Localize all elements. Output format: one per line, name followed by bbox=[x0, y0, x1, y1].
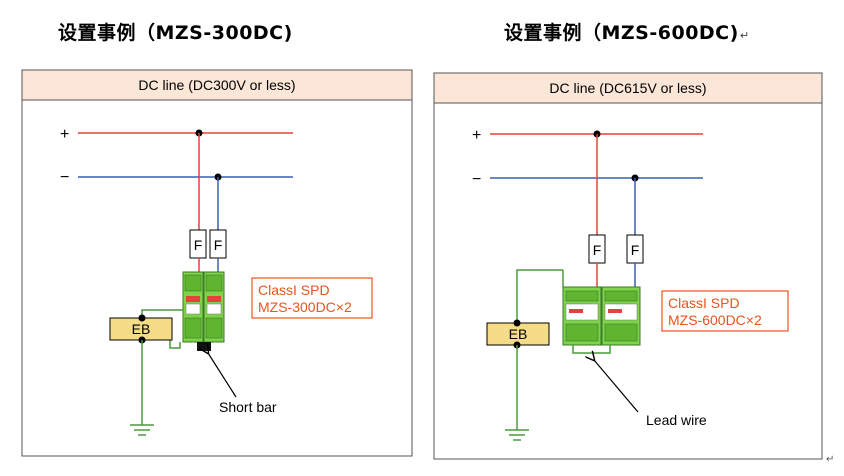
right-panel: DC line (DC615V or less) + − F F bbox=[433, 72, 823, 460]
left-spd-label-line1: ClassI SPD bbox=[258, 282, 330, 298]
left-callout-arrow bbox=[208, 353, 237, 398]
title-left-text: 设置事例（MZS-300DC) bbox=[58, 22, 293, 44]
right-panel-frame bbox=[433, 72, 823, 460]
left-spd-module-2 bbox=[203, 271, 225, 343]
left-eb-label: EB bbox=[132, 321, 151, 337]
right-ground-icon bbox=[505, 429, 529, 441]
left-ground-icon bbox=[130, 424, 154, 436]
corner-paragraph-mark: ↵ bbox=[826, 454, 835, 465]
right-panel-header: DC line (DC615V or less) bbox=[549, 80, 706, 96]
right-spd-module-1 bbox=[562, 286, 602, 346]
right-spd-module-2 bbox=[601, 286, 641, 346]
right-spd-label-box bbox=[661, 290, 789, 332]
right-panel-header-bg bbox=[433, 72, 823, 104]
left-panel-header-bg bbox=[21, 69, 413, 101]
right-eb-terminal-top bbox=[513, 319, 521, 327]
right-spd-ground-wire bbox=[516, 269, 563, 323]
left-spd-label-box bbox=[251, 277, 373, 319]
left-panel-header: DC line (DC300V or less) bbox=[138, 77, 295, 93]
right-minus-label: − bbox=[472, 171, 481, 188]
left-eb-terminal-top bbox=[138, 314, 146, 322]
title-right-text: 设置事例（MZS-600DC) bbox=[504, 22, 739, 44]
left-fuse-2-label: F bbox=[214, 237, 223, 253]
title-right: 设置事例（MZS-600DC)↵ bbox=[504, 18, 750, 45]
left-short-bar bbox=[197, 342, 211, 351]
left-fuse-1 bbox=[189, 229, 207, 259]
left-callout-label: Short bar bbox=[219, 399, 277, 415]
left-spd-label-line2: MZS-300DC×2 bbox=[258, 299, 352, 315]
left-spd-module-1 bbox=[182, 271, 204, 343]
left-plus-label: + bbox=[60, 126, 69, 143]
title-left: 设置事例（MZS-300DC) bbox=[58, 18, 293, 45]
paragraph-mark: ↵ bbox=[739, 29, 750, 42]
left-panel: DC line (DC300V or less) + − F F bbox=[21, 69, 413, 457]
right-spd-label-line2: MZS-600DC×2 bbox=[668, 312, 762, 328]
right-fuse-2-label: F bbox=[631, 242, 640, 258]
right-fuse-1-label: F bbox=[593, 242, 602, 258]
right-callout-label: Lead wire bbox=[646, 412, 707, 428]
right-callout-arrow bbox=[594, 360, 639, 413]
right-eb-label: EB bbox=[509, 326, 528, 342]
right-plus-label: + bbox=[472, 127, 481, 144]
left-fuse-1-label: F bbox=[194, 237, 203, 253]
left-minus-label: − bbox=[60, 169, 69, 186]
right-spd-label-line1: ClassI SPD bbox=[668, 295, 740, 311]
left-panel-frame bbox=[21, 69, 413, 457]
